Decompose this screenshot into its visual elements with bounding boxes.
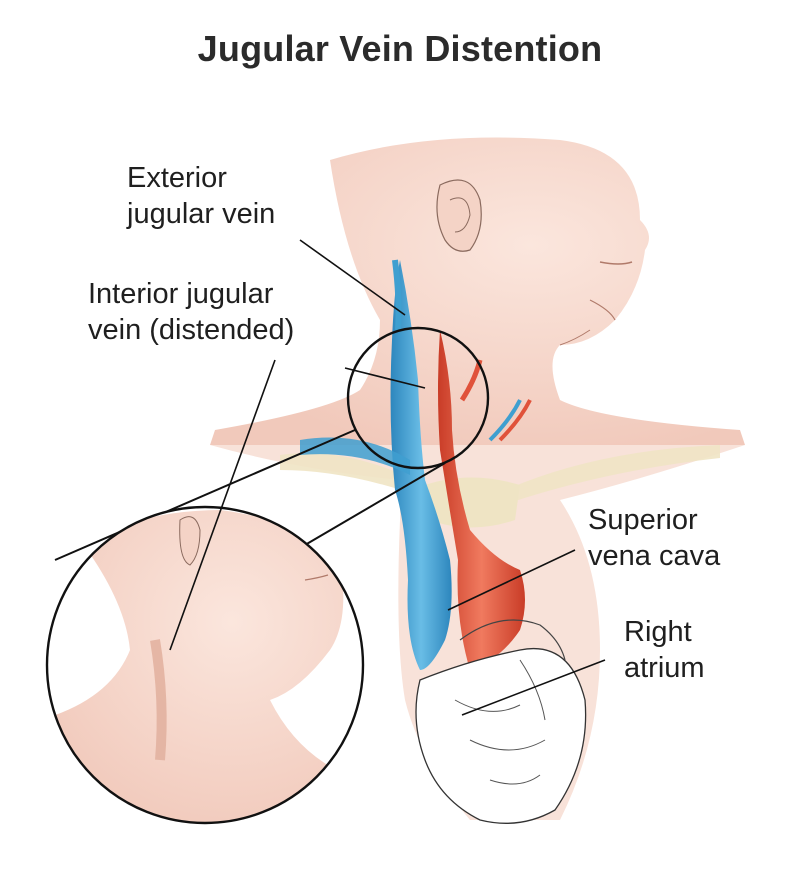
leader-exterior-jugular <box>299 239 406 316</box>
label-line: atrium <box>624 652 705 684</box>
leader-right-atrium <box>461 659 606 716</box>
leader-interior-jugular <box>344 367 426 389</box>
label-exterior-jugular-vein: Exterior jugular vein <box>127 160 275 232</box>
label-right-atrium: Right atrium <box>624 614 705 686</box>
diagram-title: Jugular Vein Distention <box>197 28 603 69</box>
label-line: Exterior <box>127 162 227 194</box>
label-line: Superior <box>588 504 698 536</box>
magnifier-circle <box>346 326 490 470</box>
inset-neck-view <box>45 505 365 825</box>
label-superior-vena-cava: Superior vena cava <box>588 502 720 574</box>
label-line: Right <box>624 616 692 648</box>
label-line: vein (distended) <box>88 314 295 346</box>
carotid-artery <box>438 330 525 670</box>
label-line: jugular vein <box>127 198 276 230</box>
head-and-neck <box>210 137 745 445</box>
label-line: vena cava <box>588 540 721 572</box>
label-line: Interior jugular <box>88 278 274 310</box>
connector-line-right <box>304 462 446 546</box>
label-interior-jugular-vein: Interior jugular vein (distended) <box>88 276 294 348</box>
leader-inset <box>169 359 276 651</box>
external-jugular-vein <box>392 259 402 331</box>
connector-line-left <box>54 429 356 561</box>
heart <box>415 619 587 824</box>
internal-jugular-vein <box>390 260 452 670</box>
leader-superior-vena-cava <box>447 549 576 611</box>
